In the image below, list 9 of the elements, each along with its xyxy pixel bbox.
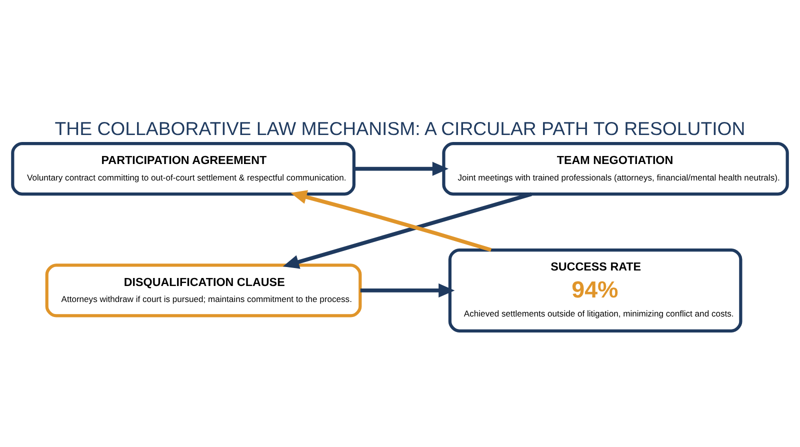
node-box: TEAM NEGOTIATION Joint meetings with trained professionals (attorneys, financial/mental health neutrals).: [442, 141, 789, 196]
arrow: [290, 190, 492, 252]
arrow: [360, 282, 455, 298]
node-box: DISQUALIFICATION CLAUSE Attorneys withdraw if court is pursued; maintains commitment to the process.: [45, 263, 362, 317]
diagram-title: THE COLLABORATIVE LAW MECHANISM: A CIRCULAR PATH TO RESOLUTION: [54, 118, 746, 139]
arrow: [282, 192, 532, 268]
node-box: PARTICIPATION AGREEMENT Voluntary contract committing to out-of-court settlement & respectful communication.: [11, 141, 356, 196]
node-box: SUCCESS RATE 94% Achieved settlements outside of litigation, minimizing conflict and costs.: [448, 248, 742, 332]
arrow: [354, 161, 449, 176]
